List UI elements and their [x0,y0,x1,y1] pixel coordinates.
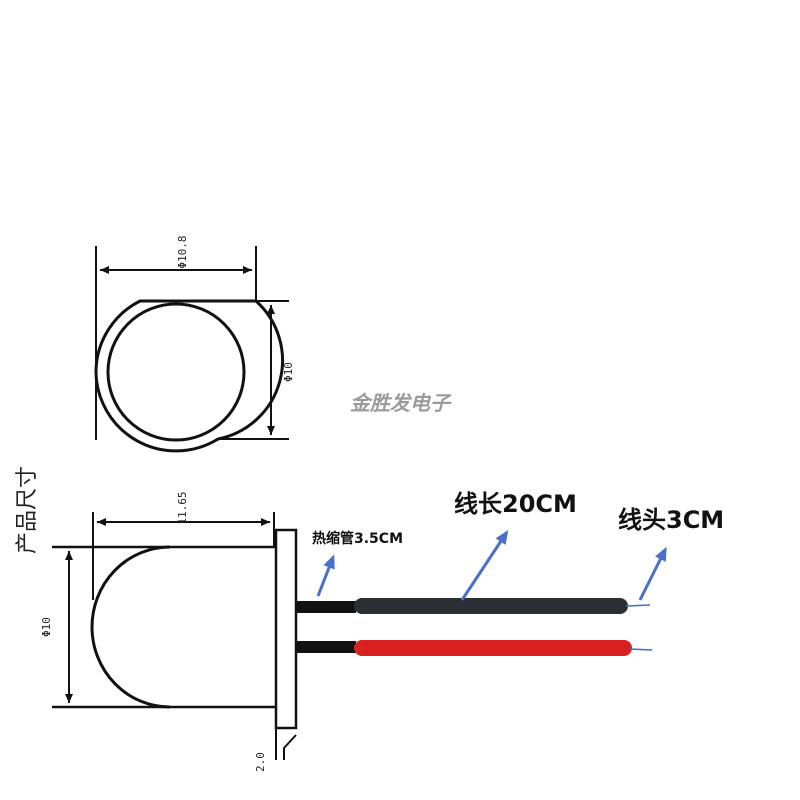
pin-spacing-mark [283,734,297,760]
red-wire [354,640,632,656]
wire-length-arrow [460,529,509,601]
flange-outline [94,299,285,453]
dome-outline [90,545,171,709]
heat-shrink-callout: 热缩管3.5CM [312,530,403,547]
wire-tip-callout: 线头3CM [618,506,724,534]
black-wire-tip [625,604,651,607]
heat-shrink-black [296,601,356,613]
red-wire-tip [629,648,653,651]
outer-diameter-label: Φ10.8 [176,235,189,268]
wire-length-callout: 线长20CM [454,490,577,518]
watermark: 金胜发电子 [350,391,452,415]
lens-circle [106,302,246,442]
black-wire [354,598,628,614]
side-view: 11.65 Φ10 2.0 [40,491,298,772]
heat-shrink-arrow [316,554,335,597]
wire-tip-arrow [638,546,667,601]
wires [296,598,653,656]
flange [274,528,298,730]
heat-shrink-red [296,641,356,653]
side-diameter-label: Φ10 [40,617,53,637]
pin-spacing-label: 2.0 [254,752,267,772]
callouts: 热缩管3.5CM 线长20CM 线头3CM [312,490,724,601]
top-view: Φ10.8 Φ10 [94,235,295,453]
inner-diameter-label: Φ10 [282,362,295,382]
product-size-title: 产品尺寸 [15,466,40,554]
length-label: 11.65 [176,491,189,524]
